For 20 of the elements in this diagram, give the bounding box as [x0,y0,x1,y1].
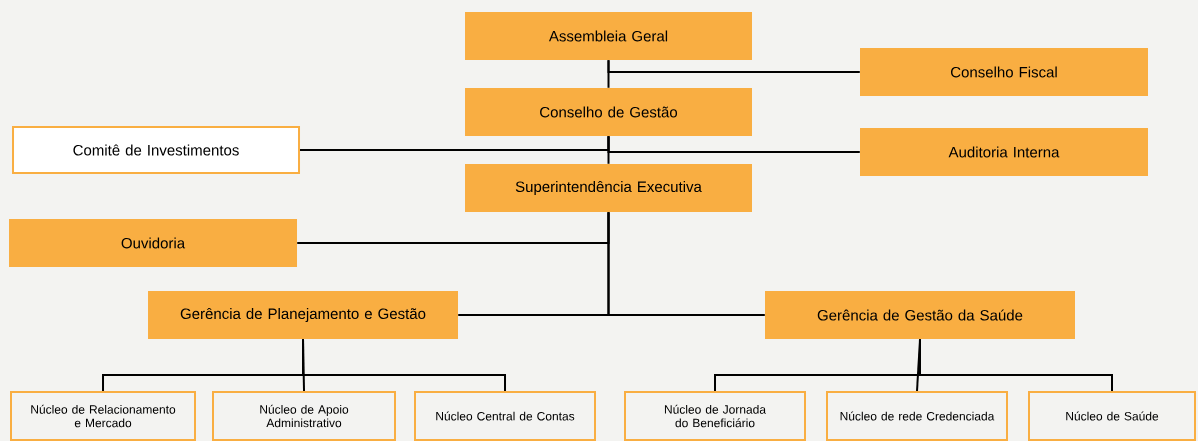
org-box: Conselho Fiscal [860,48,1148,96]
org-box: Superintendência Executiva [465,164,752,212]
org-box: Gerência de Gestão da Saúde [765,291,1075,339]
org-box: Assembleia Geral [465,12,752,60]
org-box: Núcleo de Jornada do Beneficiário [624,391,806,441]
connector-line [607,59,610,89]
org-box: Núcleo Central de Contas [414,391,596,441]
org-box: Conselho de Gestão [465,88,752,136]
org-box: Núcleo de rede Credenciada [826,391,1008,441]
org-box: Auditoria Interna [860,128,1148,176]
connector-line [302,338,506,392]
org-box: Núcleo de Relacionamento e Mercado [10,391,196,441]
org-box: Comitê de Investimentos [12,126,300,174]
org-box: Ouvidoria [9,219,297,267]
org-box: Núcleo de Apoio Administrativo [212,391,396,441]
org-box: Núcleo de Saúde [1028,391,1196,441]
connector-line [607,135,610,165]
connector-line [919,338,1113,392]
connector-line [607,211,766,316]
org-box: Gerência de Planejamento e Gestão [148,291,458,339]
